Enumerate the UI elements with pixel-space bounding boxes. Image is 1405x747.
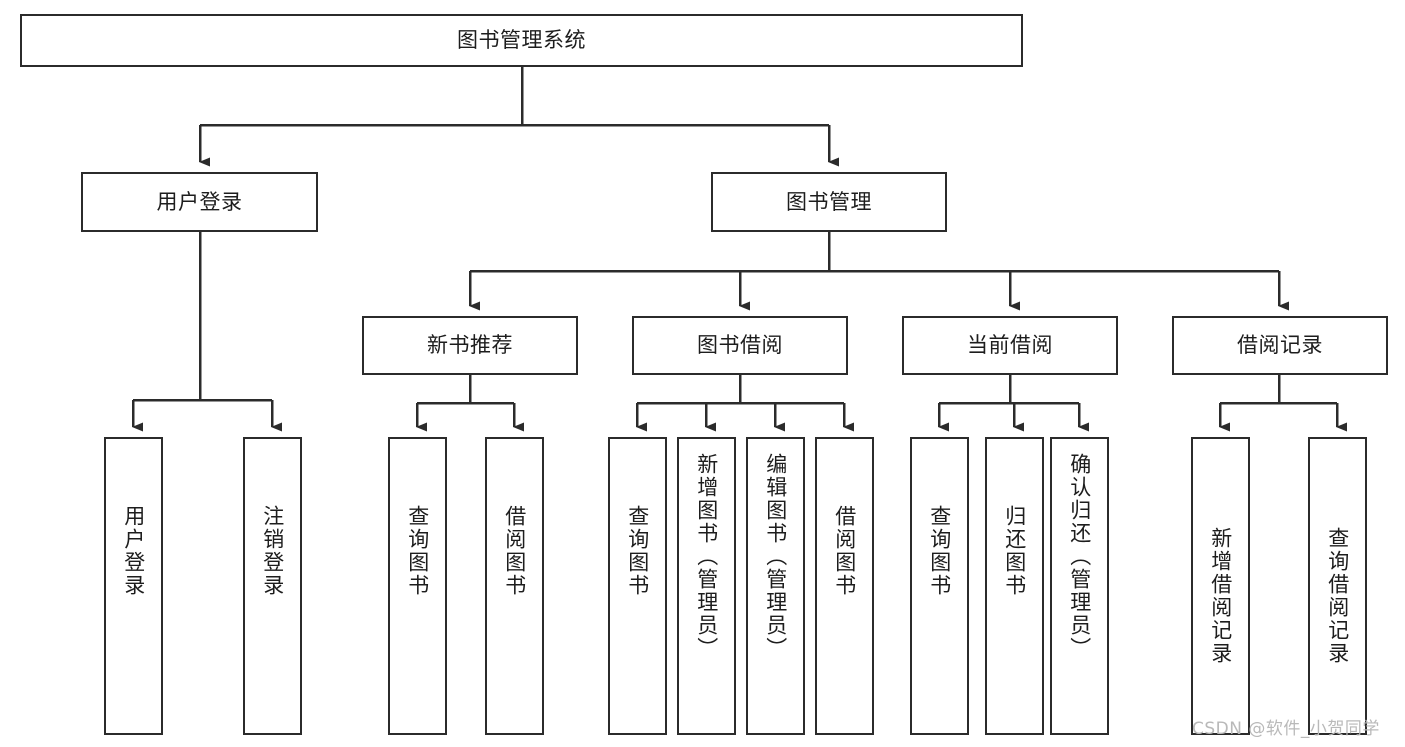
node-leaf-add-book[interactable]: 新增图书（管理员） <box>677 437 736 735</box>
node-leaf-query-book-3-label: 查询图书 <box>927 505 952 597</box>
node-leaf-borrow-book-2[interactable]: 借阅图书 <box>815 437 874 735</box>
node-leaf-user-login[interactable]: 用户登录 <box>104 437 163 735</box>
node-user-login-label: 用户登录 <box>156 189 243 214</box>
node-leaf-borrow-book-1[interactable]: 借阅图书 <box>485 437 544 735</box>
node-leaf-query-book-3[interactable]: 查询图书 <box>910 437 969 735</box>
node-leaf-confirm-return[interactable]: 确认归还（管理员） <box>1050 437 1109 735</box>
node-leaf-return-book-label: 归还图书 <box>1002 505 1027 597</box>
node-leaf-user-login-label: 用户登录 <box>121 505 146 597</box>
node-root-label: 图书管理系统 <box>457 28 586 53</box>
node-leaf-logout-login[interactable]: 注销登录 <box>243 437 302 735</box>
node-leaf-borrow-book-2-label: 借阅图书 <box>832 505 857 597</box>
node-leaf-return-book[interactable]: 归还图书 <box>985 437 1044 735</box>
node-user-login[interactable]: 用户登录 <box>81 172 318 232</box>
node-leaf-query-book-2-label: 查询图书 <box>625 505 650 597</box>
node-current-borrow-label: 当前借阅 <box>967 333 1053 358</box>
node-borrow-record[interactable]: 借阅记录 <box>1172 316 1388 375</box>
node-current-borrow[interactable]: 当前借阅 <box>902 316 1118 375</box>
csdn-watermark: CSDN @软件_小贺同学 <box>1192 719 1380 739</box>
node-leaf-logout-login-label: 注销登录 <box>260 505 285 597</box>
node-leaf-edit-book-label: 编辑图书（管理员） <box>763 453 788 660</box>
node-book-manage[interactable]: 图书管理 <box>711 172 947 232</box>
node-leaf-add-record-label: 新增借阅记录 <box>1208 527 1233 665</box>
node-leaf-edit-book[interactable]: 编辑图书（管理员） <box>746 437 805 735</box>
node-leaf-add-record[interactable]: 新增借阅记录 <box>1191 437 1250 735</box>
node-leaf-borrow-book-1-label: 借阅图书 <box>502 505 527 597</box>
node-leaf-add-book-label: 新增图书（管理员） <box>694 453 719 660</box>
node-book-borrow-label: 图书借阅 <box>697 333 783 358</box>
node-leaf-query-record[interactable]: 查询借阅记录 <box>1308 437 1367 735</box>
node-book-manage-label: 图书管理 <box>786 189 872 214</box>
node-leaf-query-record-label: 查询借阅记录 <box>1325 527 1350 665</box>
node-leaf-query-book-1-label: 查询图书 <box>405 505 430 597</box>
node-leaf-query-book-1[interactable]: 查询图书 <box>388 437 447 735</box>
node-root[interactable]: 图书管理系统 <box>20 14 1023 67</box>
node-leaf-confirm-return-label: 确认归还（管理员） <box>1067 453 1092 660</box>
node-book-borrow[interactable]: 图书借阅 <box>632 316 848 375</box>
node-new-book-recommend-label: 新书推荐 <box>427 333 513 358</box>
node-new-book-recommend[interactable]: 新书推荐 <box>362 316 578 375</box>
node-borrow-record-label: 借阅记录 <box>1237 333 1323 358</box>
node-leaf-query-book-2[interactable]: 查询图书 <box>608 437 667 735</box>
